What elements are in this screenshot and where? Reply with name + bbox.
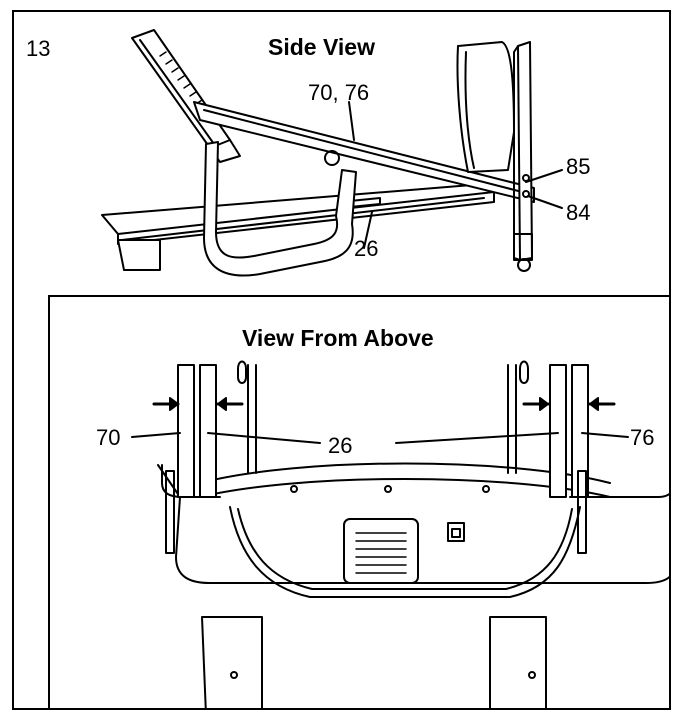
callout-76: 76 xyxy=(630,425,655,450)
callout-26-side: 26 xyxy=(354,236,379,261)
side-view-title: Side View xyxy=(268,34,375,60)
top-view-inset: View From Above 70 26 76 xyxy=(48,295,669,708)
callout-26-top: 26 xyxy=(328,433,353,458)
side-view-drawing xyxy=(101,29,563,277)
callout-70: 70 xyxy=(96,425,121,450)
callout-85: 85 xyxy=(566,154,591,179)
step-number: 13 xyxy=(26,36,51,61)
top-view-drawing xyxy=(131,360,669,708)
callout-70-76: 70, 76 xyxy=(308,80,370,105)
top-view-title: View From Above xyxy=(242,325,434,351)
callout-84: 84 xyxy=(566,200,591,225)
figure-frame: 13 Side View 70, 76 85 84 26 xyxy=(12,10,671,710)
